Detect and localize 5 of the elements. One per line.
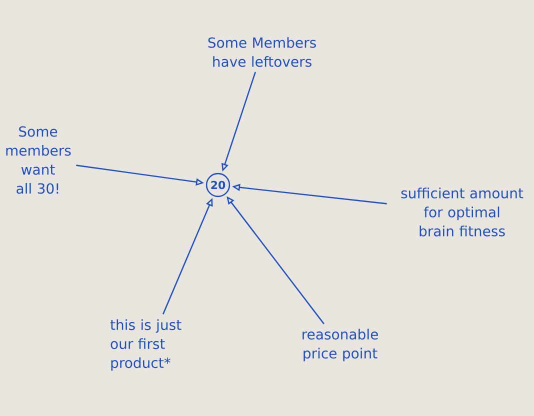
handwritten-note: sufficient amount for optimal brain fitness xyxy=(401,188,524,236)
handwritten-note: Some Members have leftovers xyxy=(208,37,316,67)
handwritten-note: Some members want all 30! xyxy=(6,126,71,194)
handwritten-note: this is just our first product* xyxy=(110,319,182,371)
handwritten-note: reasonable price point xyxy=(302,328,378,362)
